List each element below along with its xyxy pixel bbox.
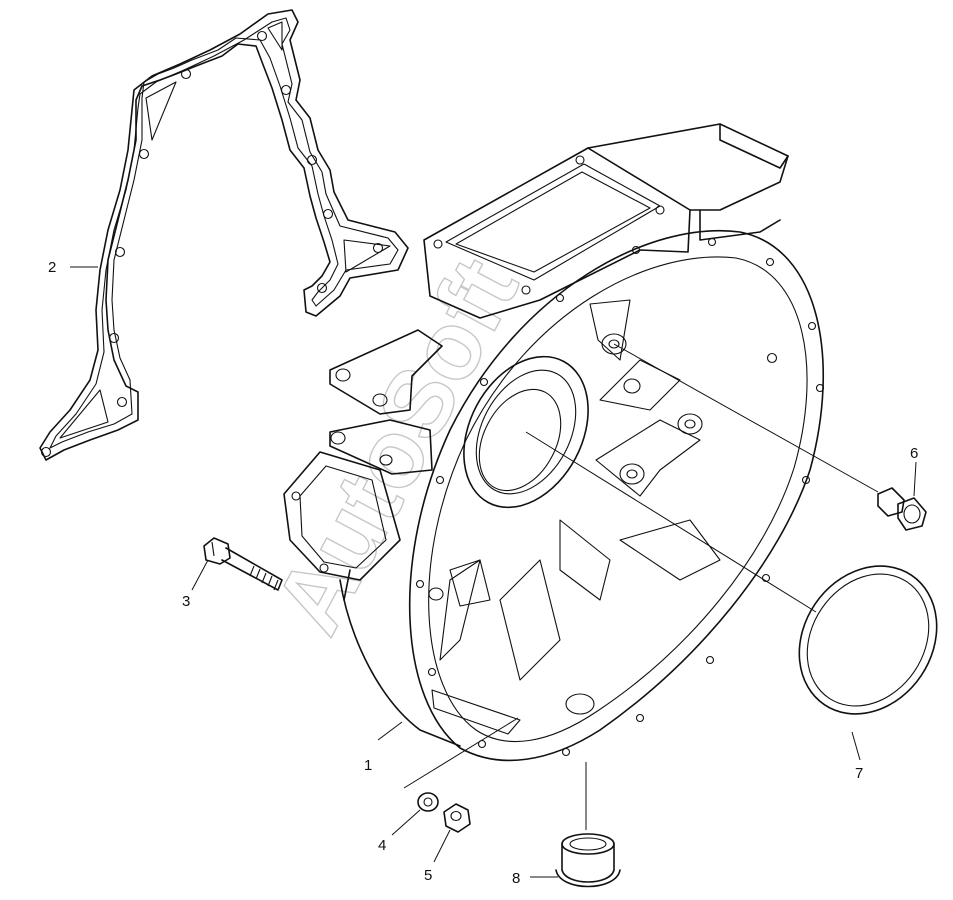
watermark-text: AutoSoft: [254, 242, 539, 650]
part-gasket: [39, 9, 409, 461]
part-o-ring: [798, 565, 938, 715]
leader-5: [433, 829, 451, 863]
leader-8: [530, 762, 587, 878]
callout-2: 2: [48, 259, 56, 276]
leader-1: [377, 721, 403, 741]
callout-6: 6: [910, 445, 918, 462]
part-nut: [443, 803, 471, 833]
watermark: AutoSoft: [253, 241, 539, 650]
leader-3: [191, 559, 209, 591]
callout-5: 5: [424, 867, 432, 884]
callout-1: 1: [364, 757, 372, 774]
leader-lines: [70, 266, 917, 878]
part-flywheel-housing: [283, 123, 825, 762]
callout-8: 8: [512, 870, 520, 887]
part-washer: [417, 792, 439, 812]
leader-6: [613, 343, 917, 497]
leader-7: [525, 431, 861, 761]
part-bolt: [203, 537, 283, 591]
callout-7: 7: [855, 765, 863, 782]
leader-4: [391, 717, 519, 836]
callout-3: 3: [182, 593, 190, 610]
part-plug-screw: [877, 487, 927, 531]
part-sleeve: [555, 833, 621, 888]
callout-4: 4: [378, 837, 386, 854]
